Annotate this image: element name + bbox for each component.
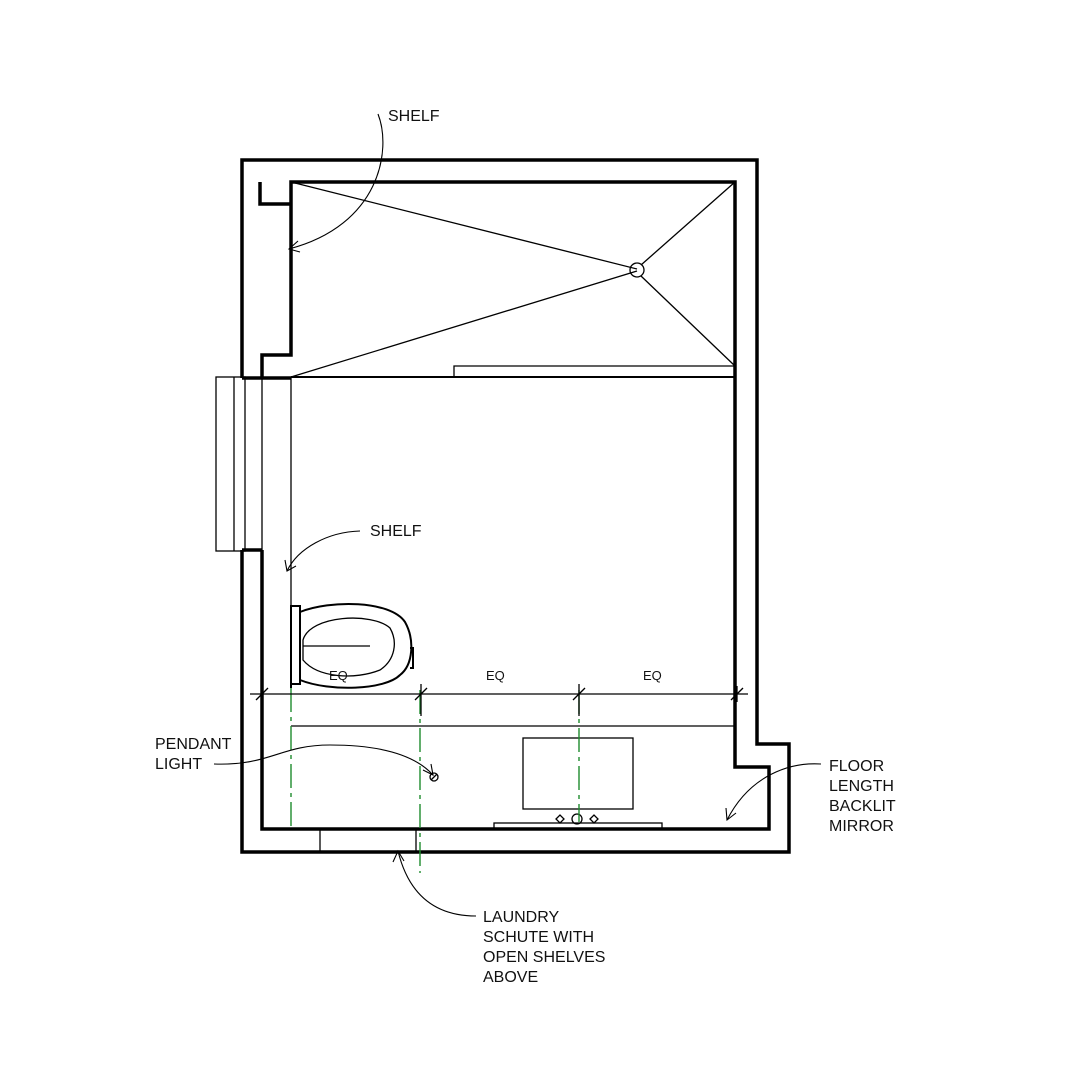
- label-shelf-mid: SHELF: [370, 523, 422, 540]
- label-mirror-line-2: LENGTH: [829, 778, 894, 795]
- leader-shelf-top: [287, 113, 384, 253]
- shower-drain: [629, 262, 645, 278]
- inner-wall: [260, 180, 771, 831]
- dimension-eq-1: EQ: [329, 668, 348, 683]
- label-pendant-line-2: LIGHT: [155, 756, 202, 773]
- leader-shelf-mid: [284, 530, 361, 572]
- label-pendant-line-1: PENDANT: [155, 736, 232, 753]
- label-mirror-line-3: BACKLIT: [829, 798, 896, 815]
- dimension-string: [250, 684, 748, 716]
- label-mirror-line-1: FLOOR: [829, 758, 884, 775]
- shelf-niche-top: [258, 182, 291, 206]
- label-laundry-line-3: OPEN SHELVES: [483, 949, 605, 966]
- laundry-chute: [319, 829, 417, 852]
- tap: [571, 813, 583, 825]
- basin: [522, 737, 634, 810]
- shower-screen: [453, 365, 735, 377]
- label-laundry-line-4: ABOVE: [483, 969, 538, 986]
- window: [215, 376, 291, 552]
- label-mirror-line-4: MIRROR: [829, 818, 894, 835]
- leader-laundry: [392, 849, 477, 917]
- toilet: [290, 603, 414, 689]
- pendant-light-icon: [429, 772, 439, 782]
- dimension-eq-3: EQ: [643, 668, 662, 683]
- label-shelf-top: SHELF: [388, 108, 440, 125]
- label-laundry-chute: LAUNDRY SCHUTE WITH OPEN SHELVES ABOVE: [483, 909, 610, 986]
- shower-tray: [290, 181, 736, 378]
- leader-pendant: [213, 744, 434, 776]
- vanity: [291, 725, 735, 830]
- label-mirror: FLOOR LENGTH BACKLIT MIRROR: [829, 758, 900, 835]
- leader-mirror: [725, 763, 822, 822]
- dimension-eq-2: EQ: [486, 668, 505, 683]
- label-pendant-light: PENDANT LIGHT: [155, 736, 236, 773]
- label-laundry-line-1: LAUNDRY: [483, 909, 560, 926]
- outer-wall: [240, 158, 791, 854]
- label-laundry-line-2: SCHUTE WITH: [483, 929, 594, 946]
